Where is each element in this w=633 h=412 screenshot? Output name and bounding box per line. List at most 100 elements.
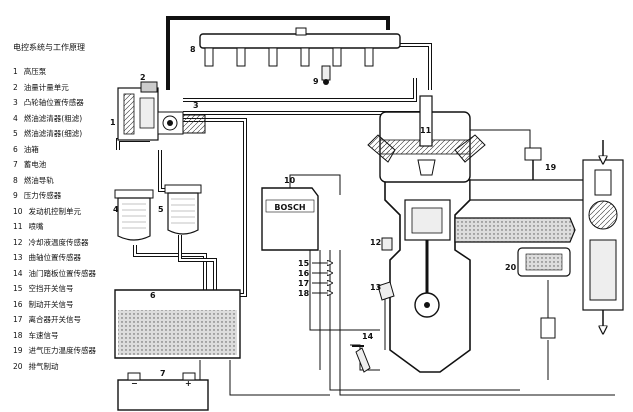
callout-2: 2 [140,73,146,82]
exhaust-brake [517,247,571,339]
legend-item: 11 喷嘴 [13,221,44,232]
legend-item-text: 车速信号 [28,330,59,340]
legend-item-text: 蓄电池 [23,160,47,169]
legend-item-number: 16 [13,299,23,309]
legend-item: 2 油量计量单元 [13,82,69,93]
signal-inputs [312,263,330,293]
callout-15: 15 [298,259,310,268]
legend-item-text: 压力传感器 [23,191,62,200]
legend-item-number: 10 [13,206,23,216]
callouts: 1 2 3 4 5 6 7 8 9 10 11 12 13 14 15 16 1… [110,45,557,378]
legend-item-text: 燃油导轨 [23,175,54,185]
legend-item-text: 排气制动 [28,361,59,371]
legend-item-number: 2 [13,82,18,92]
callout-3: 3 [193,101,199,110]
legend-item-number: 14 [13,268,23,278]
legend-item: 3 凸轮轴位置传感器 [13,97,84,108]
legend-item-number: 15 [13,284,23,293]
callout-13: 13 [370,283,381,292]
legend-item-text: 喷嘴 [28,222,44,231]
battery-plus: + [185,379,192,388]
legend-item-text: 油箱 [23,144,39,154]
legend-item: 9 压力传感器 [13,190,61,201]
high-pressure-pump [117,81,206,141]
crankshaft-sensor [377,281,395,301]
callout-5: 5 [158,205,164,214]
callout-10: 10 [284,176,296,185]
legend-item: 1 高压泵 [13,66,46,77]
legend-item: 5 燃油滤清器(细滤) [13,128,82,139]
callout-11: 11 [420,126,432,135]
legend-item-text: 凸轮轴位置传感器 [23,98,84,107]
legend-item-text: 空挡开关信号 [28,284,74,293]
legend-item-text: 燃油滤清器(粗滤) [23,113,83,123]
legend-item-number: 13 [13,253,23,262]
legend-item: 17 离合器开关信号 [13,314,81,325]
legend-item-number: 12 [13,237,23,247]
legend-item-number: 5 [13,129,18,138]
callout-7: 7 [160,369,166,378]
legend-item: 16 制动开关信号 [13,299,74,310]
legend-item: 15 空挡开关信号 [13,283,74,294]
legend-item: 12 冷却液温度传感器 [13,237,89,248]
coolant-temp-sensor [381,237,393,251]
legend-title: 电控系统与工作原理 [13,43,85,52]
legend-item-number: 19 [13,346,23,355]
legend-item-text: 燃油滤清器(细滤) [23,129,83,138]
legend-item-number: 4 [13,113,18,123]
legend-item-text: 发动机控制单元 [28,206,82,216]
callout-4: 4 [113,205,119,214]
legend-item: 10 发动机控制单元 [13,206,81,217]
legend-item-number: 11 [13,222,23,231]
legend-item-text: 制动开关信号 [28,299,74,309]
accelerator-pedal-sensor [352,345,371,373]
callout-14: 14 [362,332,374,341]
callout-12: 12 [370,238,381,247]
legend-item: 20 排气制动 [13,361,59,372]
legend-item-text: 曲轴位置传感器 [28,253,82,262]
legend-item-number: 6 [13,144,18,154]
legend-item-text: 冷却液温度传感器 [28,237,89,247]
legend-item-text: 油门踏板位置传感器 [28,268,97,278]
legend-item-number: 7 [13,160,18,169]
legend-item-number: 3 [13,98,18,107]
legend-item-text: 进气压力温度传感器 [28,346,97,355]
legend-item-number: 20 [13,361,23,371]
legend-item-text: 油量计量单元 [23,82,69,92]
legend-item: 7 蓄电池 [13,159,46,170]
fuel-filter-coarse [114,189,154,241]
battery-minus: − [131,379,138,388]
legend-item-text: 高压泵 [23,67,47,76]
callout-6: 6 [150,291,156,300]
engine-cross-section [367,95,486,373]
ecu-brand: BOSCH [274,203,305,212]
legend-item: 6 油箱 [13,144,39,155]
pressure-sensor [321,65,331,85]
callout-20: 20 [505,263,517,272]
callout-17: 17 [298,279,309,288]
intake-exhaust-ducts [454,140,624,330]
fuel-rail [199,27,401,67]
legend-item-number: 17 [13,315,23,324]
callout-18: 18 [298,289,310,298]
legend-item: 13 曲轴位置传感器 [13,252,81,263]
fuel-tank [114,289,241,359]
legend-item: 4 燃油滤清器(粗滤) [13,113,82,124]
battery [117,372,209,411]
callout-16: 16 [298,269,310,278]
fuel-filter-fine [164,184,202,235]
engine-control-unit [261,187,319,251]
callout-1: 1 [110,118,116,127]
callout-8: 8 [190,45,196,54]
callout-19: 19 [545,163,557,172]
legend-item-text: 离合器开关信号 [28,315,82,324]
intake-pressure-sensor [524,147,542,180]
legend-item-number: 9 [13,191,18,200]
legend-item-number: 1 [13,67,18,76]
callout-9: 9 [313,77,319,86]
legend-item: 14 油门踏板位置传感器 [13,268,96,279]
legend-item: 19 进气压力温度传感器 [13,345,96,356]
